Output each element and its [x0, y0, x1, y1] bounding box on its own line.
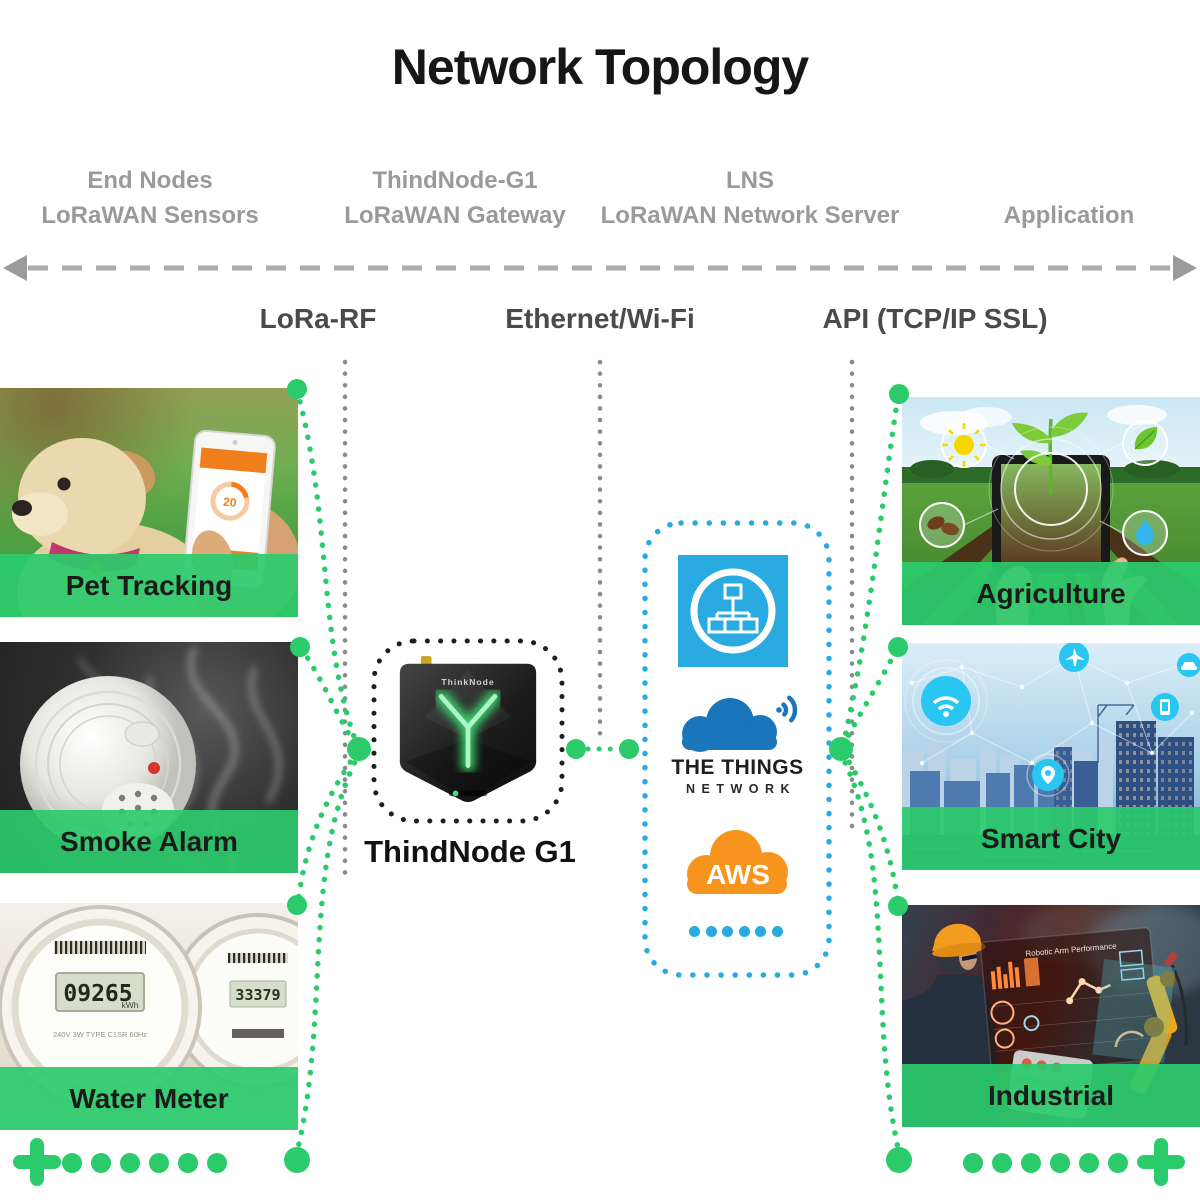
pet-app-value: 20	[223, 495, 238, 510]
header-line: LoRaWAN Gateway	[344, 202, 566, 229]
ttn-wordmark-line1: THE THINGS	[671, 756, 804, 779]
header-end-nodes: End Nodes LoRaWAN Sensors	[0, 163, 300, 233]
bottom-expansion-left	[13, 1138, 310, 1186]
card-smoke-alarm: Smoke Alarm	[0, 642, 298, 873]
header-line: LNS	[726, 167, 774, 194]
card-label-bar: Water Meter	[0, 1067, 298, 1130]
meter1-spec: 240V 3W TYPE C1SR 60Hz	[53, 1030, 147, 1039]
bottom-expansion-right	[886, 1138, 1185, 1186]
card-label: Agriculture	[976, 577, 1126, 609]
card-label: Pet Tracking	[65, 569, 233, 601]
card-label: Water Meter	[69, 1082, 229, 1114]
network-hierarchy-icon	[678, 555, 788, 667]
header-lns: LNS LoRaWAN Network Server	[586, 163, 914, 233]
card-label-bar: Agriculture	[902, 562, 1200, 625]
device-brand: ThinkNode	[441, 677, 494, 687]
ellipsis-dots	[689, 926, 789, 937]
header-line: Application	[1003, 202, 1135, 229]
card-label-bar: Pet Tracking	[0, 554, 298, 617]
page-title: Network Topology	[391, 39, 809, 95]
card-agriculture: Agriculture	[902, 397, 1200, 625]
plus-icon	[1137, 1138, 1185, 1186]
ttn-wordmark-line2: NETWORK	[685, 782, 797, 796]
card-label-bar: Industrial	[902, 1064, 1200, 1127]
ttn-cloud-icon	[682, 695, 798, 752]
card-pet-tracking: 20 Pet Tracking	[0, 388, 298, 617]
gateway-label: ThindNode G1	[364, 834, 576, 869]
header-line: End Nodes	[87, 167, 213, 194]
header-application: Application	[940, 198, 1198, 233]
card-label: Smart City	[980, 822, 1122, 854]
protocol-ethernet-wifi: Ethernet/Wi-Fi	[505, 303, 695, 334]
protocol-api: API (TCP/IP SSL)	[822, 303, 1048, 334]
gateway-device: ThinkNode	[396, 656, 540, 806]
header-line: LoRaWAN Network Server	[600, 202, 900, 229]
protocol-lora-rf: LoRa-RF	[259, 303, 377, 334]
aws-label: AWS	[706, 859, 770, 890]
the-things-network-logo: THE THINGS NETWORK	[655, 694, 820, 796]
card-water-meter: 33379 09265 kWh 240V 3W TYPE C1SR 60Hz W…	[0, 903, 298, 1130]
arrow-left-icon	[3, 255, 27, 281]
card-label-bar: Smart City	[902, 807, 1200, 870]
arrow-right-icon	[1173, 255, 1197, 281]
card-label: Smoke Alarm	[60, 825, 238, 857]
header-line: LoRaWAN Sensors	[41, 202, 259, 229]
aws-logo: AWS	[668, 822, 808, 907]
card-label: Industrial	[987, 1079, 1114, 1111]
meter2-reading: 33379	[235, 986, 280, 1004]
header-gateway: ThindNode-G1 LoRaWAN Gateway	[300, 163, 610, 233]
meter1-reading: 09265	[63, 981, 132, 1007]
meter1-unit: kWh	[122, 1000, 139, 1010]
card-industrial: Robotic Arm Performance	[902, 905, 1200, 1127]
card-label-bar: Smoke Alarm	[0, 810, 298, 873]
header-line: ThindNode-G1	[372, 167, 538, 194]
plus-icon	[13, 1138, 61, 1186]
card-smart-city: Smart City	[902, 643, 1200, 870]
axis-arrow	[3, 255, 1197, 281]
